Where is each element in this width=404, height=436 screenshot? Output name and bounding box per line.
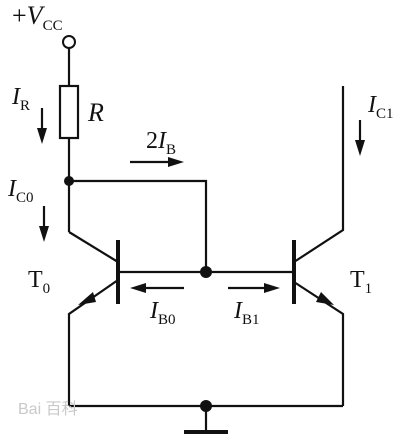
t1-emitter-arrow — [316, 292, 334, 305]
t0-label: T0 — [28, 267, 50, 297]
ir-arrow-head — [37, 128, 47, 144]
ib0-arrow-head — [130, 283, 146, 293]
vcc-label: +VCC — [12, 1, 63, 34]
ic1-arrow-head — [355, 140, 365, 156]
t0-collector-lead — [68, 231, 119, 263]
ir-label: IR — [11, 84, 30, 114]
t1-label: T1 — [350, 267, 372, 297]
ic0-arrow-head — [39, 226, 49, 242]
vcc-terminal — [62, 35, 76, 49]
2ib-arrow-head — [168, 157, 184, 167]
ib1-arrow-head — [264, 283, 280, 293]
t0-emitter-lead — [67, 279, 119, 406]
t1-collector-lead — [293, 86, 345, 263]
wire-2ib-feedback — [69, 179, 208, 272]
transistor-t1 — [292, 86, 345, 406]
watermark: Bai 百科 — [18, 400, 78, 418]
ib0-label: IB0 — [149, 298, 176, 328]
base-node — [200, 266, 212, 278]
ib1-label: IB1 — [233, 298, 260, 328]
resistor-label: R — [87, 98, 104, 127]
resistor-r — [58, 84, 80, 140]
t1-emitter-lead — [293, 281, 345, 406]
ic1-label: IC1 — [367, 92, 394, 122]
transistor-t0 — [67, 231, 120, 406]
2ib-label: 2IB — [146, 128, 176, 158]
ic0-label: IC0 — [7, 176, 34, 206]
t0-emitter-arrow — [78, 292, 96, 305]
